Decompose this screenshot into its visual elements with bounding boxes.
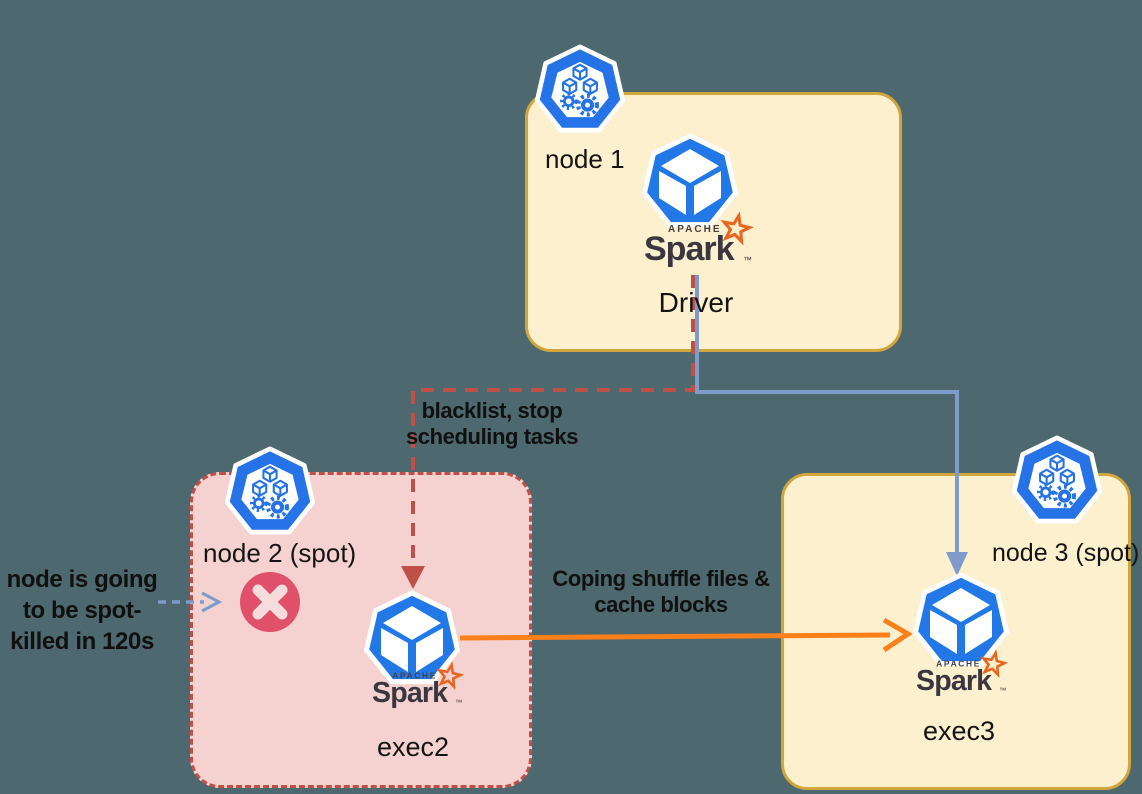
spark-apache-text: APACHE bbox=[392, 672, 438, 682]
annotation-copy-shuffle: Coping shuffle files & cache blocks bbox=[552, 566, 770, 618]
annotation-spotkill-line1: node is going bbox=[6, 566, 158, 593]
spark-word-text: Spark bbox=[372, 677, 448, 709]
spark-star-icon bbox=[432, 659, 466, 693]
spark-logo: APACHE Spark ™ bbox=[644, 224, 748, 268]
spark-tm-text: ™ bbox=[743, 254, 752, 265]
driver-pod-label: Driver bbox=[658, 287, 734, 318]
spark-apache-text: APACHE bbox=[668, 224, 722, 235]
annotation-blacklist-line1: blacklist, stop bbox=[421, 398, 563, 423]
spark-word-text: Spark bbox=[644, 230, 735, 268]
spark-star-icon bbox=[976, 647, 1010, 681]
node-3-label: node 3 (spot) bbox=[992, 539, 1140, 567]
exec2-pod-label: exec2 bbox=[376, 732, 450, 762]
annotation-spotkill-line2: to be spot- bbox=[22, 597, 142, 625]
kubernetes-node-icon bbox=[533, 44, 627, 138]
spark-tm-text: ™ bbox=[999, 685, 1007, 695]
error-x-icon bbox=[238, 570, 302, 634]
annotation-copy-line2: cache blocks bbox=[594, 591, 728, 617]
spark-apache-text: APACHE bbox=[936, 660, 982, 670]
spark-logo: APACHE Spark ™ bbox=[372, 672, 459, 709]
node-1-label: node 1 bbox=[545, 144, 625, 174]
annotation-copy-line1: Coping shuffle files & bbox=[552, 566, 770, 591]
annotation-blacklist: blacklist, stop scheduling tasks bbox=[405, 398, 579, 450]
exec3-pod-label: exec3 bbox=[922, 716, 996, 746]
annotation-blacklist-line2: scheduling tasks bbox=[405, 423, 579, 449]
annotation-spot-kill: node is going to be spot- killed in 120s bbox=[7, 564, 158, 658]
spot-kill-arrow bbox=[158, 591, 223, 613]
spark-star-icon bbox=[716, 209, 756, 249]
spark-logo: APACHE Spark ™ bbox=[916, 660, 1003, 697]
node-2-label: node 2 (spot) bbox=[203, 538, 357, 568]
annotation-spotkill-line3: killed in 120s bbox=[10, 628, 154, 656]
blacklist-arrow bbox=[401, 275, 695, 589]
copy-shuffle-arrow bbox=[459, 617, 913, 653]
spark-tm-text: ™ bbox=[455, 697, 463, 707]
kubernetes-node-icon bbox=[223, 446, 317, 540]
kubernetes-node-icon bbox=[1010, 435, 1104, 529]
schedule-tasks-arrow bbox=[695, 275, 968, 576]
spark-word-text: Spark bbox=[916, 665, 992, 697]
